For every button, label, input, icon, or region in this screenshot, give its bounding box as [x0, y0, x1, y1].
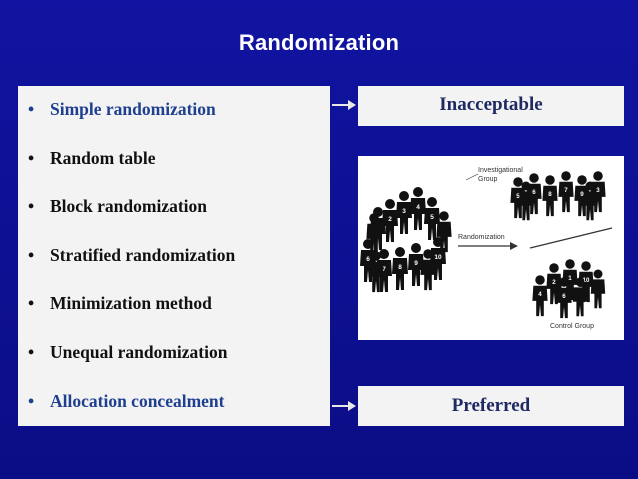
arrow-right-icon [332, 401, 356, 411]
method-label: Stratified randomization [50, 244, 236, 265]
method-item: • Unequal randomization [28, 337, 320, 386]
person-icon [420, 249, 436, 291]
bullet-icon: • [28, 196, 35, 217]
top-group-number: 6 [532, 189, 536, 196]
person-icon: 2 [382, 199, 398, 242]
pool-number: 6 [366, 256, 370, 263]
method-item: • Stratified randomization [28, 240, 320, 289]
control-group-number: 2 [552, 279, 556, 286]
pool-number: 8 [398, 264, 402, 271]
verdict-preferred: Preferred [358, 386, 624, 426]
person-icon: 8 [542, 175, 558, 217]
top-group-number: 9 [580, 191, 584, 198]
person-icon: 6 [556, 277, 572, 319]
diagram-label-control-group: Control Group [550, 323, 594, 330]
person-icon [366, 213, 382, 255]
method-label: Minimization method [50, 293, 212, 314]
pool-number: 4 [416, 204, 420, 211]
pool-number: 10 [434, 254, 442, 261]
methods-list: • Simple randomization • Random table • Blo… [28, 94, 320, 434]
method-label: Block randomization [50, 196, 208, 217]
pool-number: 5 [430, 214, 434, 221]
diagram-label-randomization: Randomization [458, 234, 505, 241]
pool-number: 9 [414, 260, 418, 267]
diagram-label-group: Group [478, 176, 498, 183]
person-icon [572, 277, 588, 317]
control-group-number: 10 [583, 277, 590, 284]
person-icon: 5 [424, 197, 440, 240]
diagram-arrowhead-icon [510, 242, 518, 250]
method-item: • Random table [28, 143, 320, 192]
method-label: Random table [50, 147, 156, 168]
person-icon: 7 [558, 171, 574, 213]
diagram-pointer-line [465, 173, 479, 181]
person-icon: 6 [526, 173, 542, 215]
top-group-number: 8 [548, 191, 552, 198]
top-group-number: 7 [564, 187, 568, 194]
top-group-number: 3 [596, 187, 600, 194]
pool-number: 2 [388, 216, 392, 223]
control-group-number: 6 [562, 293, 566, 300]
pool-number: 3 [402, 208, 406, 215]
person-icon [436, 211, 452, 253]
methods-list-box: • Simple randomization • Random table • Blo… [18, 86, 330, 426]
bullet-icon: • [28, 244, 35, 265]
method-label: Allocation concealment [50, 390, 225, 411]
method-item: • Simple randomization [28, 94, 320, 143]
control-group-number: 1 [568, 275, 572, 282]
pool-number: 7 [382, 266, 386, 273]
slide-title: Randomization [238, 30, 400, 55]
person-icon: 4 [532, 275, 548, 317]
control-group-number: 4 [538, 291, 542, 298]
randomization-diagram: Investigational Group Randomization Cont… [358, 156, 624, 340]
method-item: • Minimization method [28, 288, 320, 337]
diagram-divider-line [529, 227, 613, 249]
person-icon [582, 181, 598, 221]
bullet-icon: • [28, 147, 35, 168]
bullet-icon: • [28, 341, 35, 362]
method-label: Simple randomization [50, 99, 216, 119]
person-icon: 4 [410, 187, 426, 230]
bullet-icon: • [28, 390, 35, 411]
person-icon [368, 251, 384, 293]
diagram-label-investigational: Investigational [478, 167, 523, 174]
person-icon [518, 181, 534, 221]
method-item: • Allocation concealment [28, 386, 320, 435]
method-label: Unequal randomization [50, 341, 228, 362]
top-group-number: 5 [516, 193, 520, 200]
randomization-illustration: Investigational Group Randomization Cont… [360, 167, 613, 330]
figure-groups: 12345678910568793211046 [360, 171, 606, 319]
person-icon: 3 [396, 191, 412, 234]
person-icon [590, 269, 606, 309]
person-icon: 9 [408, 243, 424, 286]
bullet-icon: • [28, 293, 35, 314]
verdict-inacceptable: Inacceptable [358, 86, 624, 126]
arrow-right-icon [332, 100, 356, 110]
person-icon: 8 [392, 247, 408, 290]
bullet-icon: • [28, 99, 35, 119]
method-item: • Block randomization [28, 191, 320, 240]
